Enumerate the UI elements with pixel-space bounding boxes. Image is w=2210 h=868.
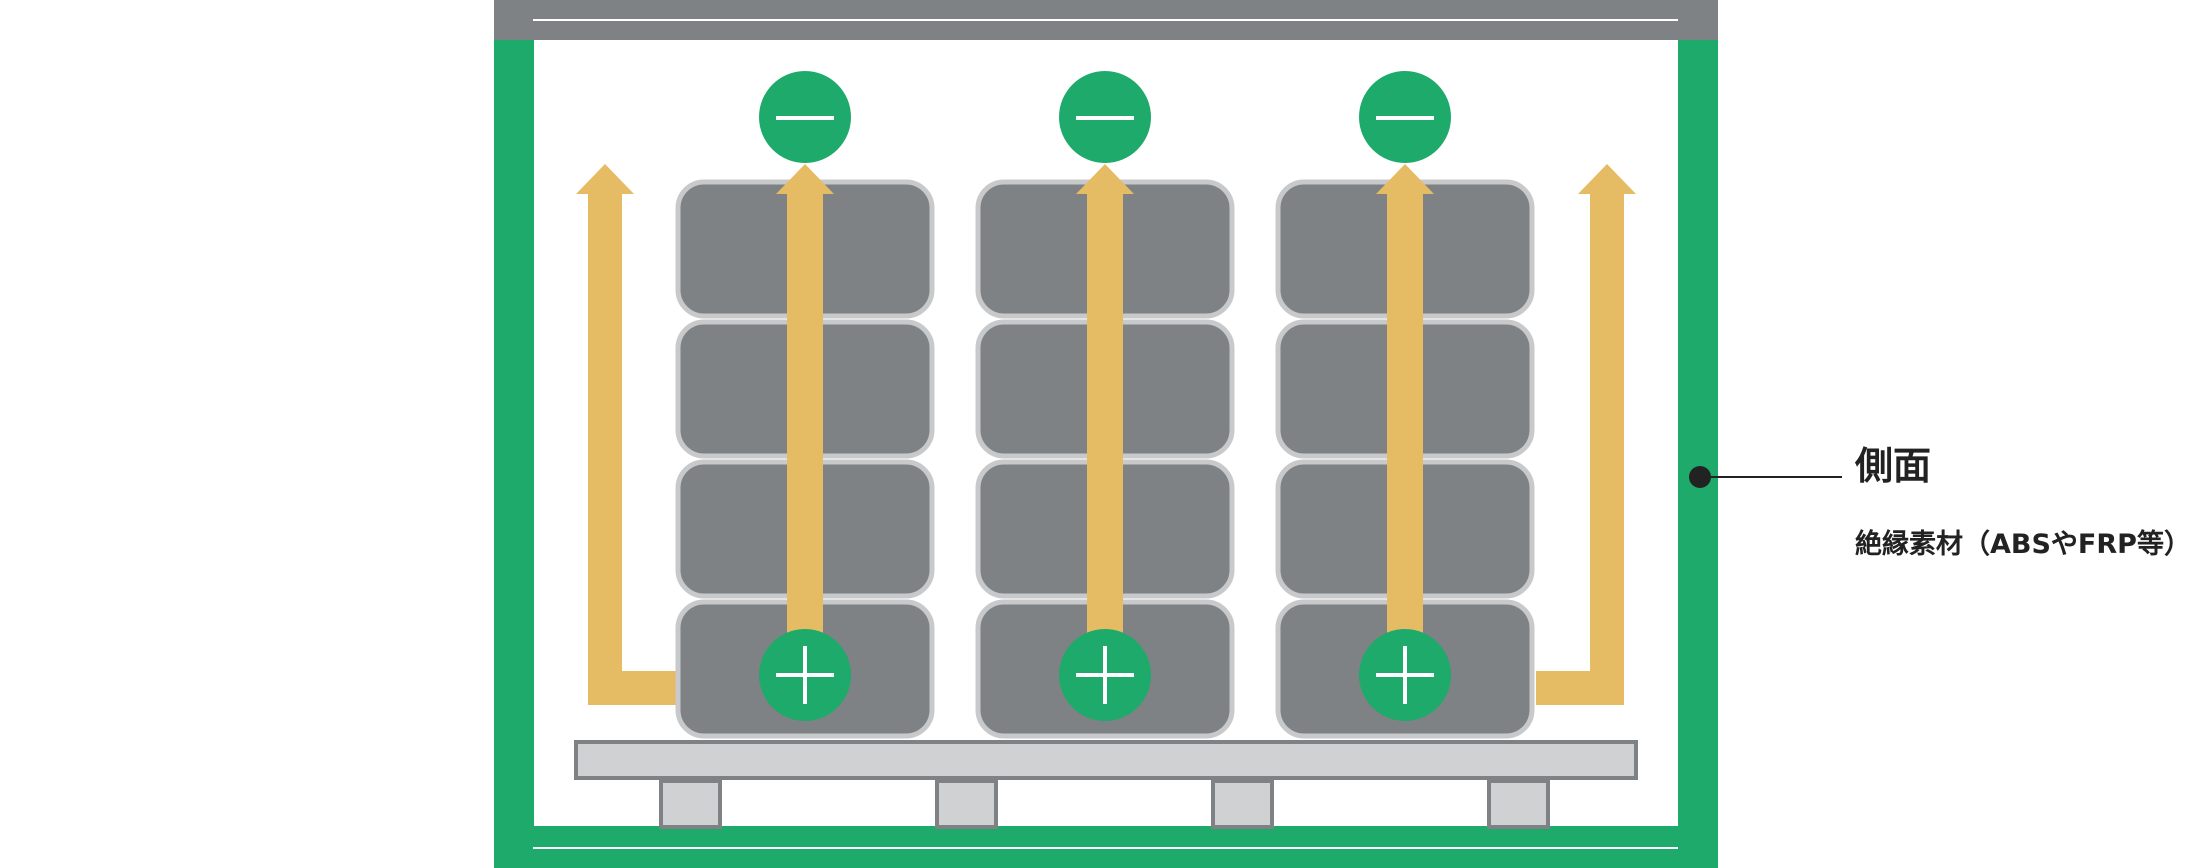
pallet-foot [1211, 779, 1274, 829]
positive-terminal [1359, 629, 1451, 721]
plus-icon [776, 646, 834, 704]
pallet-board [574, 740, 1638, 780]
positive-terminal [759, 629, 851, 721]
enclosure-left-wall [494, 40, 534, 868]
minus-icon [1076, 116, 1134, 120]
positive-terminal [1059, 629, 1151, 721]
current-arrow-head [1076, 164, 1134, 194]
pallet-foot [935, 779, 998, 829]
current-arrow-head [1376, 164, 1434, 194]
current-arrow-head [776, 164, 834, 194]
plus-icon [1076, 646, 1134, 704]
negative-terminal [759, 71, 851, 163]
minus-icon [776, 116, 834, 120]
enclosure-right-wall [1678, 40, 1718, 868]
negative-terminal [1359, 71, 1451, 163]
pallet-feet [659, 779, 1550, 829]
pallet-foot [659, 779, 722, 829]
negative-terminal [1059, 71, 1151, 163]
plus-icon [1376, 646, 1434, 704]
side-current-flow [576, 164, 1636, 705]
callout-subtitle: 絶縁素材（ABSやFRP等） [1855, 529, 2191, 560]
current-arrow-shaft [1087, 190, 1123, 650]
pallet-foot [1487, 779, 1550, 829]
battery-column-2 [975, 71, 1235, 739]
current-arrow-shaft [787, 190, 823, 650]
left-current-arrow-shaft [588, 190, 678, 705]
battery-column-1 [675, 71, 935, 739]
right-current-arrow-head [1578, 164, 1636, 194]
minus-icon [1376, 116, 1434, 120]
left-current-arrow-head [576, 164, 634, 194]
battery-column-3 [1275, 71, 1535, 739]
right-current-arrow-shaft [1536, 190, 1624, 705]
callout-title: 側面 [1855, 444, 1932, 488]
current-arrow-shaft [1387, 190, 1423, 650]
